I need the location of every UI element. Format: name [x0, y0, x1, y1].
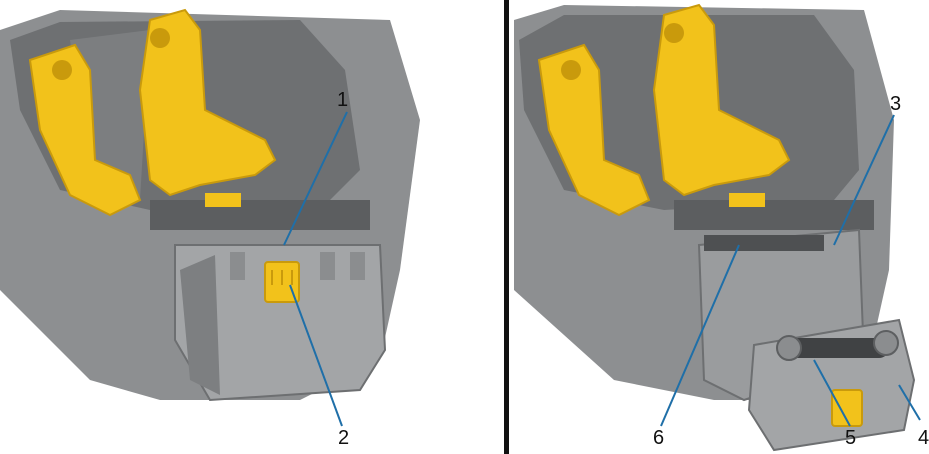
leader-line-1 [283, 111, 348, 246]
platen-area [674, 200, 874, 230]
leader-line-3 [833, 114, 895, 246]
left-illustration: 1 2 [0, 8, 420, 449]
panel-divider [504, 0, 509, 454]
printer-with-cutter-module-removed [514, 3, 921, 452]
platen-area [150, 200, 370, 230]
callout-3: 3 [890, 93, 902, 115]
callout-4: 4 [918, 427, 929, 449]
media-holder-left [537, 43, 651, 217]
leader-line-2 [289, 284, 343, 427]
callout-2: 2 [338, 427, 350, 449]
media-holder-right [138, 8, 277, 197]
leader-line-6 [660, 244, 740, 427]
callout-5: 5 [845, 427, 857, 449]
right-illustration: 3 4 5 6 [514, 0, 929, 454]
cutter-module [174, 244, 387, 402]
leader-line-4 [898, 384, 921, 421]
callout-1: 1 [337, 89, 349, 111]
printer-with-cutter-module-closed [0, 8, 420, 427]
cutter-release-latch [831, 389, 863, 427]
media-holder-left [28, 43, 142, 217]
leader-line-5 [813, 359, 851, 427]
callout-6: 6 [653, 427, 665, 449]
media-holder-right [652, 3, 791, 197]
cutter-roller [784, 338, 889, 358]
